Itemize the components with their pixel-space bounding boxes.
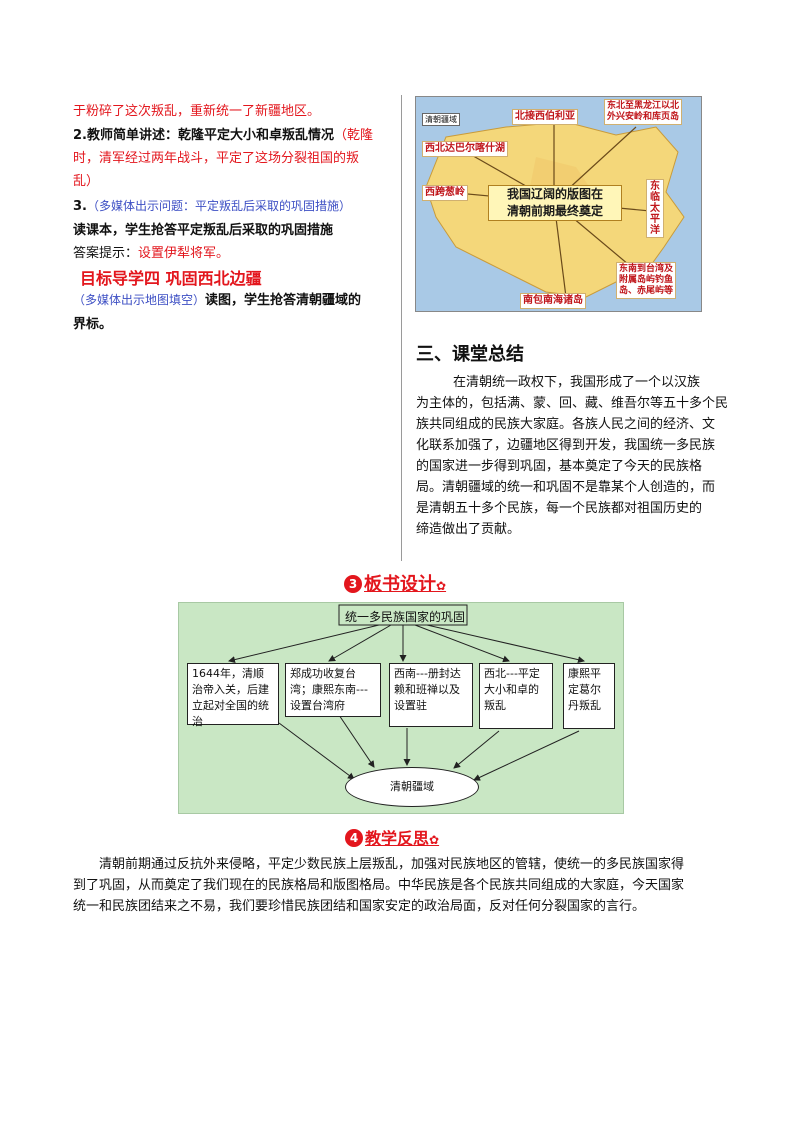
diagram-box-5: 康熙平定葛尔丹叛乱	[563, 663, 615, 729]
item-3-bold: 读课本，学生抢答平定叛乱后采取的巩固措施	[73, 223, 334, 238]
reflection-line: 到了巩固，从而奠定了我们现在的民族格局和版图格局。中华民族是各个民族共同组成的大…	[73, 878, 685, 893]
diagram-box-4: 西北---平定大小和卓的叛乱	[479, 663, 553, 729]
diagram-box-3: 西南---册封达赖和班禅以及设置驻	[389, 663, 473, 727]
summary-line: 在清朝统一政权下，我国形成了一个以汉族	[453, 375, 701, 390]
reflection-title: 教学反思	[365, 829, 430, 848]
summary-line: 为主体的，包括满、蒙、回、藏、维吾尔等五十多个民	[416, 396, 729, 411]
decoration-icon: ✿	[429, 833, 440, 847]
summary-line: 的国家进一步得到巩固，基本奠定了今天的民族格	[416, 459, 703, 474]
item-2-bold: 教师简单讲述：乾隆平定大小和卓叛乱情况	[86, 128, 334, 143]
diagram-result-ellipse: 清朝疆域	[345, 767, 479, 807]
item-2-line-2: 时，清军经过两年战斗，平定了这场分裂祖国的叛	[73, 151, 360, 166]
section-number-badge: 3	[344, 575, 362, 593]
label-southeast: 东南到台湾及 附属岛屿钓鱼 岛、赤尾屿等	[616, 262, 677, 299]
goal-heading: 目标导学四 巩固西北边疆	[80, 269, 262, 288]
goal-bold-a: 读图，学生抢答清朝疆域的	[205, 293, 362, 308]
diagram-arrows	[228, 604, 585, 781]
summary-line: 局。清朝疆域的统一和巩固不是靠某个人创造的，而	[416, 480, 716, 495]
item-2-line-3: 乱）	[73, 174, 100, 189]
reflection-paragraph: 清朝前期通过反抗外来侵略，平定少数民族上层叛乱，加强对民族地区的管辖，使统一的多…	[73, 854, 733, 917]
column-divider	[401, 95, 402, 561]
answer-label: 答案提示：	[73, 246, 139, 261]
map-tag: 清朝疆域	[422, 113, 460, 126]
reflection-line: 统一和民族团结来之不易，我们要珍惜民族团结和国家安定的政治局面，反对任何分裂国家…	[73, 899, 646, 914]
diagram-box-2: 郑成功收复台湾；康熙东南---设置台湾府	[285, 663, 381, 717]
section-number-badge: 4	[345, 829, 363, 847]
board-diagram: 统一多民族国家的巩固 1644年，清顺治帝入关，后建立起对全国的统治 郑成功收复…	[178, 602, 624, 814]
label-north: 北接西伯利亚	[512, 109, 578, 125]
summary-line: 族共同组成的民族大家庭。各族人民之间的经济、文	[416, 417, 716, 432]
item-3-number: 3.	[73, 199, 87, 214]
summary-line: 缔造做出了贡献。	[416, 522, 521, 537]
summary-line: 是清朝五十多个民族，每一个民族都对祖国历史的	[416, 501, 703, 516]
answer-text: 设置伊犁将军。	[138, 246, 230, 261]
answer-line: 答案提示：设置伊犁将军。	[73, 243, 229, 264]
board-design-title: 板书设计	[364, 574, 436, 595]
summary-paragraph: 在清朝统一政权下，我国形成了一个以汉族 为主体的，包括满、蒙、回、藏、维吾尔等五…	[416, 372, 746, 540]
qing-territory-map: 清朝疆域 北接西伯利亚 东北至黑龙江以北 外兴安岭和库页岛 西北达巴尔喀什湖 西…	[415, 96, 702, 312]
item-3-blue: （多媒体出示问题：平定叛乱后采取的巩固措施）	[86, 199, 351, 213]
diagram-title: 统一多民族国家的巩固	[345, 610, 466, 624]
label-east: 东 临 太 平 洋	[646, 179, 664, 238]
label-northeast: 东北至黑龙江以北 外兴安岭和库页岛	[604, 99, 683, 125]
label-south: 南包南海诸岛	[520, 293, 586, 309]
decoration-icon: ✿	[436, 579, 447, 593]
goal-line-1: （多媒体出示地图填空）读图，学生抢答清朝疆域的	[73, 290, 361, 311]
map-center-caption: 我国辽阔的版图在 清朝前期最终奠定	[488, 185, 622, 221]
item-3-line-1: 3.（多媒体出示问题：平定叛乱后采取的巩固措施）	[73, 196, 351, 217]
goal-blue: （多媒体出示地图填空）	[73, 293, 206, 307]
goal-line-2: 界标。	[73, 317, 113, 332]
summary-line: 化联系加强了，边疆地区得到开发，我国统一多民族	[416, 438, 716, 453]
item-2-line-1: 2.教师简单讲述：乾隆平定大小和卓叛乱情况（乾隆	[73, 125, 373, 146]
diagram-box-1: 1644年，清顺治帝入关，后建立起对全国的统治	[187, 663, 279, 728]
label-northwest: 西北达巴尔喀什湖	[422, 141, 508, 157]
text-line-1: 于粉碎了这次叛乱，重新统一了新疆地区。	[73, 104, 321, 119]
item-2-number: 2.	[73, 128, 87, 143]
summary-heading: 三、课堂总结	[416, 344, 524, 365]
reflection-line: 清朝前期通过反抗外来侵略，平定少数民族上层叛乱，加强对民族地区的管辖，使统一的多…	[99, 857, 685, 872]
label-west: 西跨葱岭	[422, 185, 468, 201]
item-2-red-a: （乾隆	[334, 128, 374, 143]
